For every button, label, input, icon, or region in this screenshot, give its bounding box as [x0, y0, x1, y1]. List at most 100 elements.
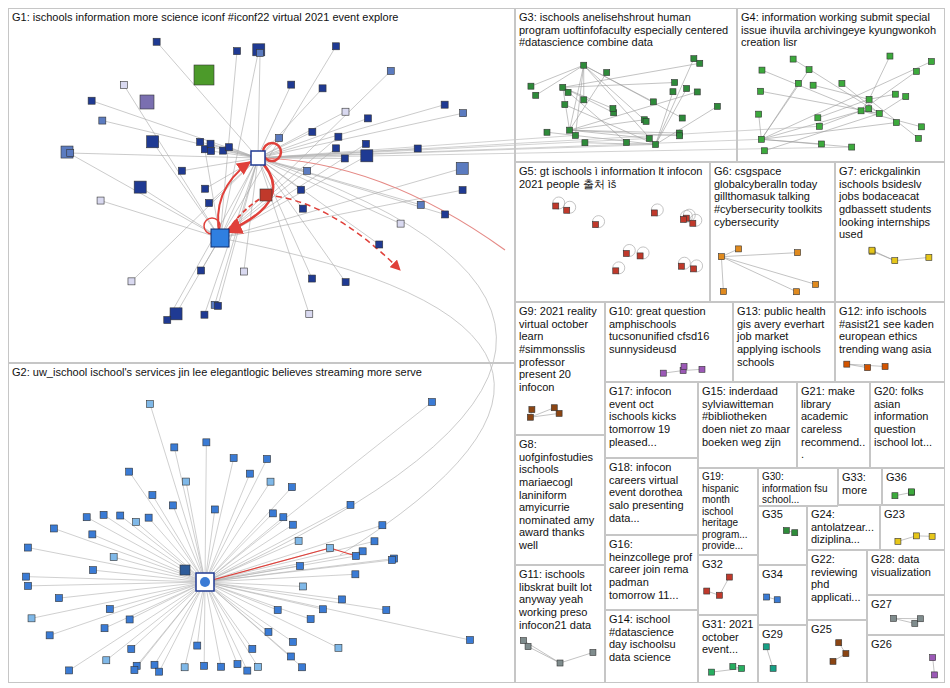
group-heading: G31: 2021 october event... — [702, 618, 754, 656]
group-panel: G2: uw_ischool ischool's services jin le… — [8, 363, 515, 683]
vertex — [295, 537, 302, 544]
vertex — [903, 94, 909, 100]
vertex — [414, 145, 421, 152]
self-loop — [678, 257, 690, 269]
vertex — [203, 439, 210, 446]
edge-line — [869, 94, 895, 99]
vertex — [180, 565, 190, 575]
vertex — [288, 81, 295, 88]
vertex — [774, 597, 780, 603]
vertex — [397, 220, 404, 227]
vertex — [672, 80, 678, 86]
group-panel: G8: uofginfostudies ischools mariaecogl … — [515, 435, 605, 565]
vertex — [593, 222, 599, 228]
vertex — [289, 638, 296, 645]
group-heading: G4: information working submit special i… — [741, 11, 941, 49]
vertex — [201, 662, 208, 669]
vertex — [50, 525, 57, 532]
edge-line — [205, 582, 302, 667]
vertex — [342, 108, 349, 115]
vertex — [908, 489, 914, 495]
vertex — [335, 133, 342, 140]
group-panel: G16: heinzcollege prof career join rema … — [605, 535, 698, 610]
edge-line — [258, 158, 401, 224]
edge-line — [861, 71, 916, 110]
vertex — [544, 129, 550, 135]
vertex — [117, 512, 124, 519]
edge-line — [205, 582, 221, 667]
vertex — [818, 141, 824, 147]
vertex — [387, 67, 394, 74]
vertex — [866, 106, 872, 112]
vertex — [253, 44, 265, 56]
vertex — [103, 657, 110, 664]
vertex — [917, 616, 923, 622]
edge-line — [204, 158, 258, 315]
vertex — [915, 135, 921, 141]
vertex — [694, 89, 700, 95]
group-heading: G35 — [762, 508, 803, 521]
vertex — [816, 123, 822, 129]
vertex — [151, 661, 158, 668]
group-panel: G5: gt ischools ì information lt infocon… — [515, 162, 710, 302]
edge-line — [258, 118, 368, 158]
vertex — [562, 102, 568, 108]
vertex — [790, 56, 796, 62]
vertex — [690, 220, 696, 226]
vertex — [726, 574, 732, 580]
edge-line — [205, 582, 470, 640]
vertex — [289, 521, 296, 528]
vertex — [794, 289, 800, 295]
vertex — [149, 492, 156, 499]
vertex — [106, 606, 113, 613]
vertex — [892, 91, 898, 97]
vertex — [297, 563, 304, 570]
edge-line — [258, 112, 346, 158]
vertex — [756, 111, 762, 117]
vertex — [557, 660, 563, 666]
group-panel: G32 — [698, 555, 758, 615]
edge-line — [656, 106, 718, 144]
vertex — [338, 596, 345, 603]
edge-line — [656, 59, 694, 145]
hub-vertex — [260, 189, 272, 201]
group-heading: G24: antolatzear... diziplina... — [811, 508, 876, 546]
edge-line — [220, 50, 259, 238]
vertex — [913, 533, 919, 539]
vertex — [653, 142, 659, 148]
vertex — [813, 281, 819, 287]
vertex — [720, 289, 726, 295]
edge-line — [114, 557, 205, 582]
group-panel: G23 — [880, 505, 945, 550]
edge-line — [528, 647, 560, 663]
group-heading: G6: csgspace globalcyberalln today gillt… — [714, 165, 831, 228]
edge-line — [761, 139, 851, 147]
vertex — [930, 655, 936, 661]
group-panel: G26 — [867, 635, 945, 683]
vertex — [23, 573, 30, 580]
vertex — [551, 405, 557, 411]
edge-line — [28, 582, 205, 586]
edge-line — [205, 582, 252, 649]
edge-line — [759, 114, 762, 139]
edge-line — [205, 560, 392, 582]
hub-vertex — [251, 151, 265, 165]
edge-line — [205, 582, 247, 671]
edge-line — [258, 158, 312, 279]
group-heading: G34 — [762, 568, 803, 581]
edge-line — [258, 158, 445, 214]
group-heading: G16: heinzcollege prof career join rema … — [609, 538, 694, 601]
edge-line — [220, 148, 336, 238]
vertex — [459, 187, 466, 194]
vertex — [604, 70, 610, 76]
edge-line — [536, 65, 584, 95]
group-panel: G22: reviewing phd applicati... — [807, 550, 867, 620]
group-heading: G9: 2021 reality virtual october learn #… — [519, 305, 601, 393]
group-panel: G21: make library academic careless reco… — [797, 382, 870, 468]
vertex — [610, 106, 616, 112]
group-panel: G4: information working submit special i… — [737, 8, 945, 162]
vertex — [153, 38, 160, 45]
vertex — [265, 628, 272, 635]
edge-line — [258, 135, 575, 158]
vertex — [97, 197, 104, 204]
